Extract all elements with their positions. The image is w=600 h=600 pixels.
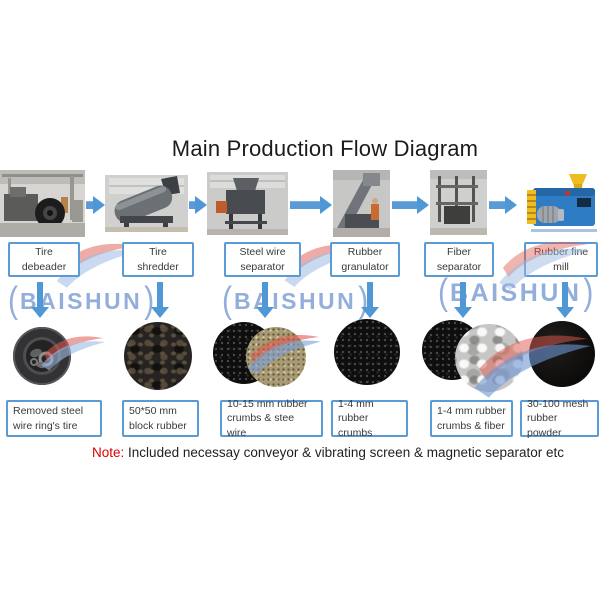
product-photo-block-rubber	[124, 322, 192, 390]
note-label: Note:	[92, 445, 125, 460]
machine-label-tire-shredder: Tire shredder	[122, 242, 194, 277]
output-label-text: 50*50 mm block rubber	[129, 405, 187, 432]
flow-arrow-down-icon	[31, 282, 49, 318]
machine-label-fiber-separator: Fiber separator	[424, 242, 494, 277]
output-label-crumbs-fiber: 1-4 mm rubber crumbs & fiber	[430, 400, 513, 437]
output-label-block-rubber: 50*50 mm block rubber	[122, 400, 199, 437]
machine-label-text: Steel wire separator	[239, 246, 286, 273]
output-label-debeaded-tire: Removed steel wire ring's tire	[6, 400, 102, 437]
watermark-brand-text: BAISHUN	[234, 287, 357, 314]
output-label-crumbs-wire: 10-15 mm rubber crumbs & stee wire	[220, 398, 323, 439]
flow-arrow-right-icon	[392, 196, 429, 214]
machine-label-tire-debeader: Tire debeader	[8, 242, 80, 277]
machine-label-text: Tire shredder	[137, 246, 179, 273]
output-label-crumbs: 1-4 mm rubber crumbs	[331, 398, 408, 439]
flow-arrow-down-icon	[361, 282, 379, 318]
flow-arrow-right-icon	[189, 196, 207, 214]
footnote: Note: Included necessay conveyor & vibra…	[92, 445, 564, 460]
product-photo-rubber-crumbs	[334, 319, 400, 385]
flow-arrow-down-icon	[556, 282, 574, 318]
output-label-text: 30-100 mesh rubber powder	[527, 398, 589, 439]
page-title: Main Production Flow Diagram	[171, 136, 479, 161]
machine-label-rubber-fine-mill: Rubber fine mill	[524, 242, 598, 277]
output-label-text: 1-4 mm rubber crumbs	[338, 398, 374, 439]
machine-photo-rubber-granulator	[333, 170, 390, 237]
machine-label-steel-wire-separator: Steel wire separator	[224, 242, 301, 277]
flow-arrow-right-icon	[290, 196, 332, 214]
output-label-text: 10-15 mm rubber crumbs & stee wire	[227, 398, 308, 439]
baishun-watermark-logo: (BAISHUN)	[222, 282, 368, 320]
machine-label-text: Tire debeader	[21, 246, 67, 273]
machine-photo-tire-debeader	[0, 170, 85, 237]
machine-label-text: Rubber fine mill	[533, 246, 589, 273]
note-text: Included necessay conveyor & vibrating s…	[128, 445, 565, 460]
machine-label-rubber-granulator: Rubber granulator	[330, 242, 400, 277]
flow-arrow-right-icon	[86, 196, 105, 214]
watermark-paren: (	[8, 279, 18, 321]
output-label-text: Removed steel wire ring's tire	[13, 405, 84, 432]
watermark-paren: (	[438, 271, 448, 313]
product-photo-rubber-powder	[529, 321, 595, 387]
baishun-watermark-logo: (BAISHUN)	[8, 282, 154, 320]
product-photo-debeaded-tire	[12, 326, 72, 386]
watermark-paren: (	[222, 279, 232, 321]
machine-photo-rubber-fine-mill	[517, 172, 600, 237]
flow-arrow-down-icon	[454, 282, 472, 318]
flow-arrow-down-icon	[256, 282, 274, 318]
flow-arrow-down-icon	[151, 282, 169, 318]
output-label-text: 1-4 mm rubber crumbs & fiber	[437, 405, 506, 432]
product-photo-fiber	[455, 324, 523, 392]
machine-label-text: Fiber separator	[436, 246, 482, 273]
output-label-rubber-powder: 30-100 mesh rubber powder	[520, 398, 599, 439]
machine-photo-fiber-separator	[430, 170, 487, 235]
machine-photo-steel-wire-separator	[207, 172, 288, 235]
product-photo-steel-wire	[246, 327, 306, 387]
machine-label-text: Rubber granulator	[341, 246, 389, 273]
flow-arrow-right-icon	[489, 196, 517, 214]
watermark-paren: )	[583, 271, 594, 313]
machine-photo-tire-shredder	[105, 175, 188, 232]
